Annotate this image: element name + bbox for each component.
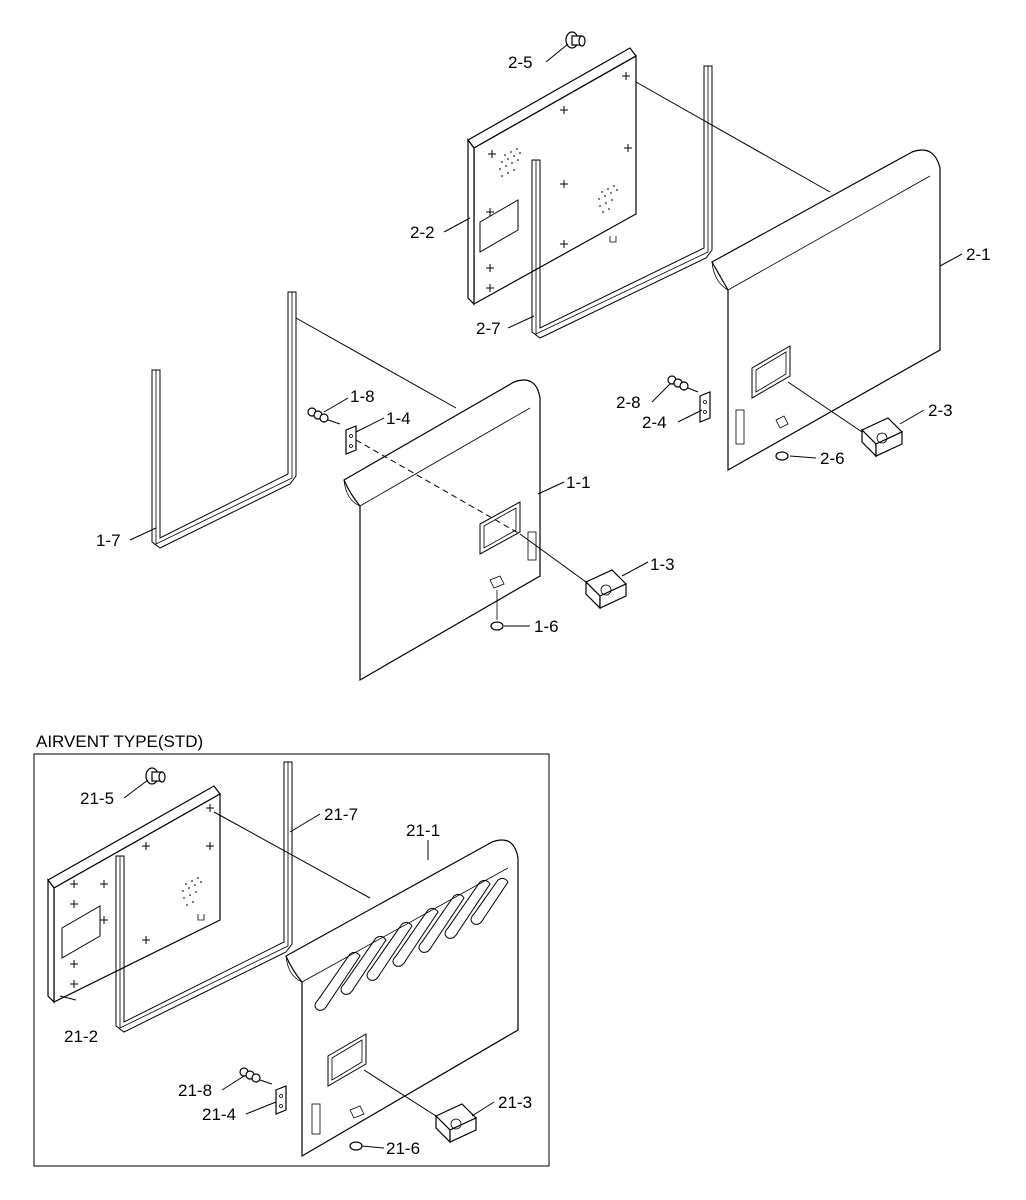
part-21-3-latch: [434, 1103, 478, 1144]
label-21-7: 21-7: [324, 805, 358, 824]
label-2-6: 2-6: [820, 449, 845, 468]
label-1-7: 1-7: [96, 531, 121, 550]
label-21-5: 21-5: [80, 789, 114, 808]
label-21-3: 21-3: [498, 1093, 532, 1112]
part-21-6-nut: [349, 1141, 363, 1151]
label-21-2: 21-2: [64, 1027, 98, 1046]
part-2-6-nut: [775, 451, 789, 461]
label-21-8: 21-8: [178, 1081, 212, 1100]
group-2-door-assembly: [467, 31, 941, 472]
part-labels: 2-5 2-2 2-7 2-1 2-8 2-4 2-3 2-6 1-8 1-4 …: [64, 53, 991, 1158]
label-21-6: 21-6: [386, 1139, 420, 1158]
part-21-2-inner-panel: [47, 785, 221, 1004]
part-1-7-u-seal: [151, 291, 297, 549]
part-21-4-bracket: [275, 1085, 287, 1115]
label-21-4: 21-4: [202, 1105, 236, 1124]
label-2-1: 2-1: [966, 245, 991, 264]
part-1-1-door-panel: [343, 379, 541, 682]
inset-title: AIRVENT TYPE(STD): [36, 732, 203, 751]
part-21-8-bolt: [239, 1067, 273, 1085]
part-1-6-nut: [490, 621, 504, 631]
leader-lines: [59, 43, 963, 1149]
label-1-3: 1-3: [650, 555, 675, 574]
part-2-8-bolt: [667, 375, 699, 393]
label-2-7: 2-7: [476, 319, 501, 338]
label-1-1: 1-1: [566, 473, 591, 492]
part-21-5-push-pin: [145, 767, 166, 785]
part-21-1-vented-door-panel: [285, 839, 519, 1158]
label-1-4: 1-4: [386, 409, 411, 428]
label-21-1: 21-1: [406, 821, 440, 840]
part-2-5-push-pin: [565, 31, 586, 49]
label-1-8: 1-8: [350, 387, 375, 406]
label-1-6: 1-6: [534, 617, 559, 636]
label-2-5: 2-5: [508, 53, 533, 72]
group-1-door-assembly: [151, 291, 628, 682]
part-21-7-u-seal: [115, 761, 293, 1033]
part-2-2-inner-panel: [467, 47, 637, 306]
part-1-4-bracket: [345, 425, 357, 455]
part-1-3-latch: [584, 569, 628, 610]
inset-frame: [33, 753, 550, 1167]
airvent-inset: AIRVENT TYPE(STD): [33, 732, 550, 1167]
part-1-8-bolt: [307, 407, 341, 425]
part-2-7-u-seal: [531, 65, 713, 339]
label-2-8: 2-8: [616, 393, 641, 412]
part-2-4-bracket: [699, 391, 711, 423]
label-2-4: 2-4: [642, 413, 667, 432]
part-2-1-door-panel: [711, 149, 941, 472]
part-2-3-latch: [860, 417, 904, 458]
label-2-2: 2-2: [410, 223, 435, 242]
label-2-3: 2-3: [928, 401, 953, 420]
